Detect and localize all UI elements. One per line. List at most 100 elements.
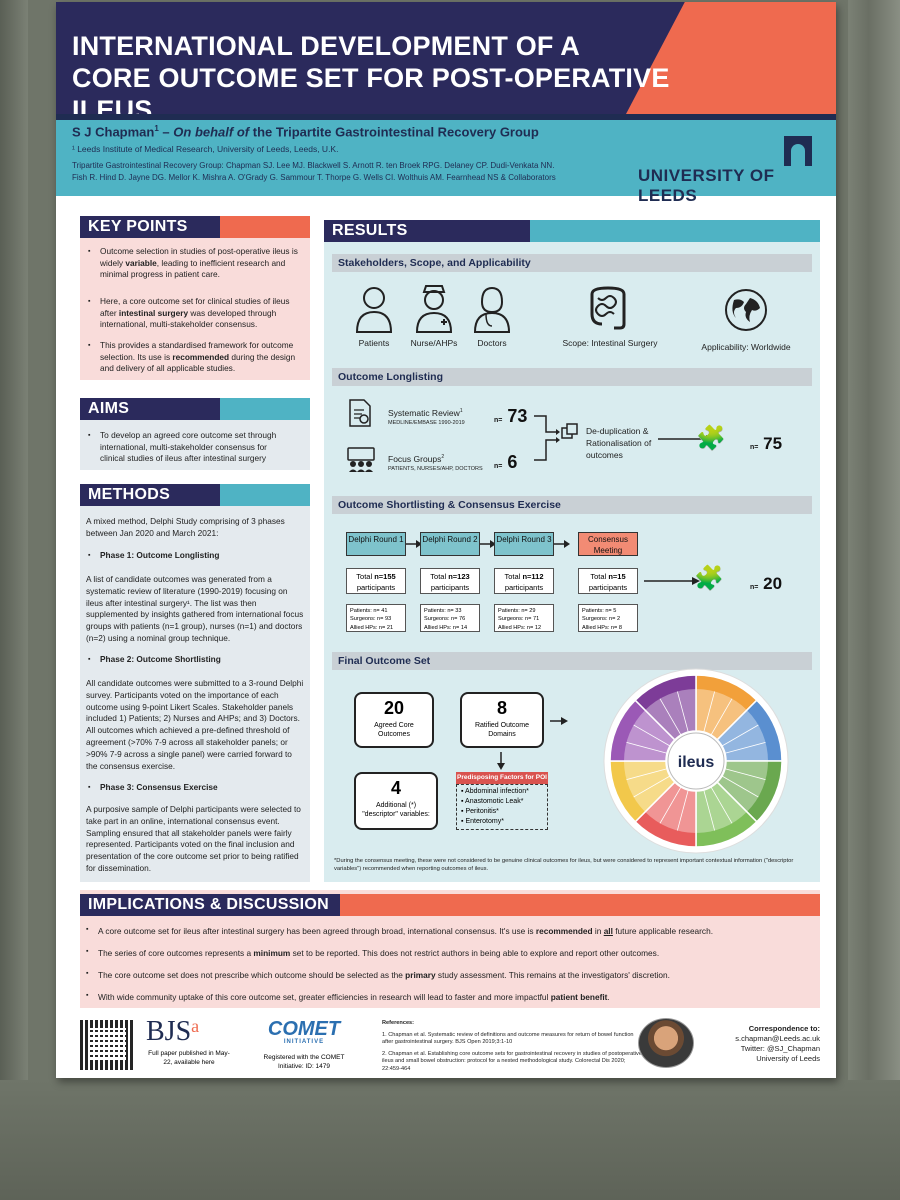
board-right-edge [848,0,900,1200]
globe-icon [725,289,767,331]
references-title: References: [382,1020,415,1026]
implication-3: The core outcome set does not prescribe … [84,970,784,980]
open-access-icon: a [191,1016,200,1036]
results-heading: RESULTS [324,220,820,242]
predisposing-item: ▪ Anastomotic Leak* [461,798,524,805]
shortlist-total: n= 20 [750,574,783,593]
wheel-outcome-divider [721,775,759,798]
outcome-wheel: ileus [603,668,789,854]
email-link[interactable]: s.chapman@Leeds.ac.uk [735,1034,820,1043]
arrow-to-wheel [550,717,568,725]
dedup-label: De-duplication & Rationalisation of outc… [586,426,652,460]
wheel-hub [667,732,725,790]
university-crest-icon [784,136,812,166]
predisposing-list: ▪ Abdominal infection* ▪ Anastomotic Lea… [456,784,548,830]
wheel-outcome-divider [676,789,689,831]
predisposing-item: ▪ Enterotomy* [461,818,504,825]
wheel-outcome-divider [721,724,759,747]
key-point-1: Outcome selection in studies of post-ope… [86,246,304,281]
comet-logo: COMET INITIATIVE [267,1018,341,1045]
core-outcomes-box: 20 Agreed Core Outcomes [354,692,434,748]
nurse-icon [415,285,453,333]
wheel-outcome-divider [710,698,733,736]
wheel-outcome-divider [626,741,668,754]
doctor-icon [473,286,511,333]
methods-heading: METHODS [80,484,310,506]
focus-group-icon [347,447,375,472]
reference-2: 2. Chapman et al. Establishing core outc… [382,1050,642,1072]
reference-1: 1. Chapman et al. Systematic review of d… [382,1031,634,1046]
stakeholder-patients-label: Patients [358,338,390,348]
affiliation: ¹ Leeds Institute of Medical Research, U… [72,144,339,154]
focus-groups-n: n= 6 [494,452,518,472]
comet-note: Registered with the COMET Initiative: ID… [263,1054,345,1070]
focus-groups-sub: PATIENTS, NURSES/AHP, DOCTORS [388,466,483,472]
final-set-subheading: Final Outcome Set [332,652,812,670]
wheel-outcome-divider [659,698,682,736]
university-logo-text: UNIVERSITY OF LEEDS [638,166,775,205]
wheel-outcome-divider [659,786,682,824]
aims-heading: AIMS [80,398,310,420]
systematic-review-n: n= 73 [494,406,528,426]
patient-icon [355,287,393,333]
arrow-to-predisposing [497,752,505,770]
delphi-round-2-box: Delphi Round 2 [420,532,480,556]
longlist-total: n= 75 [750,434,783,453]
methods-intro: A mixed method, Delphi Study comprising … [86,516,285,538]
stakeholders-subheading: Stakeholders, Scope, and Applicability [332,254,812,272]
key-points-heading: KEY POINTS [80,216,310,238]
implications-heading: IMPLICATIONS & DISCUSSION [80,894,820,916]
phase3-title: Phase 3: Consensus Exercise [86,782,304,794]
wheel-outcome-divider [626,768,668,781]
qr-code[interactable] [80,1020,134,1070]
phase3-text: A purposive sample of Delphi participant… [86,804,301,873]
implication-1: A core outcome set for ileus after intes… [84,926,784,936]
wheel-outcome-divider [676,691,689,733]
phase1-text: A list of candidate outcomes was generat… [86,574,304,643]
poster: INTERNATIONAL DEVELOPMENT OF A CORE OUTC… [56,2,836,1078]
author-avatar [638,1018,694,1068]
implication-2: The series of core outcomes represents a… [84,948,784,958]
twitter-link[interactable]: Twitter: @SJ_Chapman [740,1044,820,1053]
bjs-note: Full paper published in May-22, availabl… [148,1050,230,1066]
document-search-icon [349,399,371,427]
phase1-title: Phase 1: Outcome Longlisting [86,550,304,562]
predisposing-title: Predisposing Factors for POI [456,772,548,784]
wheel-outcome-divider [633,775,671,798]
delphi-round-1-box: Delphi Round 1 [346,532,406,556]
subheader-band [56,114,836,196]
predisposing-item: ▪ Peritonitis* [461,808,499,815]
correspondence: Correspondence to: s.chapman@Leeds.ac.uk… [696,1024,820,1064]
aims-item: To develop an agreed core outcome set th… [86,430,286,465]
merge-arrows [534,415,560,461]
stakeholder-nurses-label: Nurse/AHPs [410,338,458,348]
phase2-title: Phase 2: Outcome Shortlisting [86,654,304,666]
wheel-outcome-divider [724,768,766,781]
consensus-meeting-box: Consensus Meeting [578,532,638,556]
key-point-2: Here, a core outcome set for clinical st… [86,296,304,331]
scope-label: Scope: Intestinal Surgery [562,338,658,348]
wheel-domain-segment [634,674,697,741]
outcome-domains-box: 8 Ratified Outcome Domains [460,692,544,748]
longlisting-subheading: Outcome Longlisting [332,368,812,386]
wheel-outcome-divider [703,789,716,831]
stakeholder-doctors-label: Doctors [477,338,507,348]
implication-4: With wide community uptake of this core … [84,992,784,1002]
wheel-outcome-divider [703,691,716,733]
wheel-outcome-divider [710,786,733,824]
subheader-rule [56,114,836,120]
dedup-icon [561,423,578,439]
puzzle-icon-2: 🧩 [694,565,724,592]
poster-title: INTERNATIONAL DEVELOPMENT OF A CORE OUTC… [72,31,670,125]
references: References: 1. Chapman et al. Systematic… [382,1020,642,1073]
shortlisting-subheading: Outcome Shortlisting & Consensus Exercis… [332,496,812,514]
wheel-outcome-divider [633,724,671,747]
